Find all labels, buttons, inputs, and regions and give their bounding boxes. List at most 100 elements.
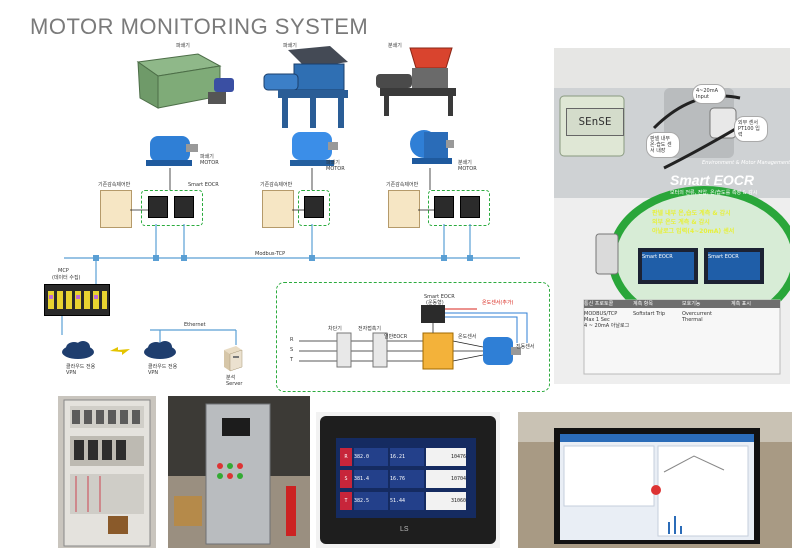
temp-sensor-label: 온도센서: [458, 334, 477, 340]
cloud-2-icon: [142, 340, 178, 360]
eocr-device-3a: [434, 196, 454, 218]
spec-item-2: Max 1 Sec: [584, 317, 610, 323]
breaker-label: 차단기: [328, 326, 342, 332]
hmi-row-2-v1: 381.4: [354, 470, 388, 488]
control-panel-2: [262, 190, 294, 228]
hmi-row-3-v1: 382.5: [354, 492, 388, 510]
hmi-row-3-tag: T: [340, 492, 352, 510]
hmi-row-2-sum: 10704: [426, 470, 466, 488]
hmi-row-2-v2: 16.76: [390, 470, 424, 488]
panel-2-label: 기존감속제어반: [260, 182, 293, 188]
page-title: MOTOR MONITORING SYSTEM: [30, 14, 369, 39]
feature-2: 외부 온도 계측 & 감시: [652, 219, 710, 226]
eocr-device-2: [304, 196, 324, 218]
shredder-machine-2: [258, 44, 358, 132]
phase-s-label: S: [290, 347, 294, 353]
motor-3-label: 분쇄기 MOTOR: [458, 160, 477, 172]
panel-1-label: 기존감속제어반: [98, 182, 131, 188]
shredder-machine-1: [128, 52, 238, 114]
photo-open-cabinet: [58, 396, 156, 548]
sense-display: SEnSE: [566, 108, 624, 136]
eocr-device-1b: [174, 196, 194, 218]
screen-label-2: Smart EOCR: [708, 254, 739, 260]
smart-eocr-sub-label: (운동형): [426, 300, 444, 306]
photo-hmi-panel: R 382.0 16.21 10476 S 381.4 16.76 10704 …: [316, 412, 500, 548]
spec-header-2: 계측 항목: [633, 301, 653, 307]
hmi-row-3: T 382.5 51.44 31060: [340, 492, 472, 510]
modbus-bus-label: Modbus-TCP: [255, 251, 286, 257]
hmi-row-1: R 382.0 16.21 10476: [340, 448, 472, 466]
motor-1-icon: [142, 132, 200, 168]
network-lines: [61, 168, 520, 345]
hmi-row-1-v2: 16.21: [390, 448, 424, 466]
cloud-1-label: 클라우드 전용 VPN: [66, 364, 96, 376]
green-feature-list: 판넬 내부 온,습도 계측 & 감시 외부 온도 계측 & 감시 아날로그 입력…: [652, 208, 752, 235]
crusher-machine-3: [372, 46, 462, 118]
spec-header-3: 보호기능: [682, 301, 701, 307]
phase-t-label: T: [290, 357, 294, 363]
smart-eocr-label: Smart EOCR: [424, 294, 455, 300]
wiring-diagram: [276, 282, 550, 392]
hmi-row-3-v2: 51.44: [390, 492, 424, 510]
ethernet-label: Ethernet: [184, 322, 206, 328]
hmi-row-3-sum: 31060: [426, 492, 466, 510]
cloud-1-icon: [60, 340, 96, 360]
eocr-1-label: Smart EOCR: [188, 182, 219, 188]
machine-2-label: 파쇄기: [283, 43, 297, 49]
cloud-2-label: 클라우드 전용 VPN: [148, 364, 178, 376]
photo-monitor: [518, 412, 792, 548]
spec-header-1: 통신 프로토콜: [584, 301, 614, 307]
product-name: Smart EOCR: [670, 172, 755, 188]
motor-2-icon: [286, 128, 340, 168]
red-note-label: 온도센서(추가): [482, 300, 514, 306]
hmi-row-2-tag: S: [340, 470, 352, 488]
spec-item-3: 4 ~ 20mA 아날로그: [584, 323, 630, 329]
eocr-device-1a: [148, 196, 168, 218]
hmi-row-1-v1: 382.0: [354, 448, 388, 466]
eocr-old-label: 일반EOCR: [384, 334, 408, 340]
motor-2-label: 파쇄기 MOTOR: [326, 160, 345, 172]
eocr-group-2: [298, 190, 330, 226]
plc-rack: [44, 284, 110, 316]
photo-closed-cabinet: [168, 396, 310, 548]
spec-header-4: 계측 표시: [731, 301, 751, 307]
spec-item-6: Thermal: [682, 317, 703, 323]
eocr-group-1: [141, 190, 203, 226]
mcp-label: MCP: [58, 268, 69, 274]
contactor-label: 전자접촉기: [358, 326, 382, 332]
spec-col-2: 계측 항목 Softstart Trip: [633, 301, 682, 373]
hmi-row-2: S 381.4 16.76 10704: [340, 470, 472, 488]
vib-sensor-label: 진동센서: [516, 344, 535, 350]
spec-col-4: 계측 표시: [731, 301, 780, 373]
control-panel-1: [100, 190, 132, 228]
motor-3-icon: [406, 124, 456, 168]
callout-2: 4~20mA Input: [692, 84, 726, 104]
mcp-sub-label: (데이터 수집): [52, 275, 81, 281]
server-icon: [222, 344, 244, 372]
eocr-device-3b: [460, 196, 480, 218]
hmi-row-1-sum: 10476: [426, 448, 466, 466]
panel-3-label: 기존감속제어반: [386, 182, 419, 188]
spec-item-1: MODBUS/TCP: [584, 311, 618, 317]
hmi-brand: LS: [400, 526, 409, 533]
hmi-screen: R 382.0 16.21 10476 S 381.4 16.76 10704 …: [336, 438, 476, 518]
brand-tagline: Environment & Motor Management: [702, 160, 791, 166]
machine-1-label: 파쇄기: [176, 43, 190, 49]
callout-1: 판넬 내부 온·습도 센서 내장: [646, 132, 680, 158]
lightning-icon: [110, 344, 130, 356]
product-subline: 모터의 전류, 전압, 온/습도를 측정 & 감시: [670, 190, 758, 196]
feature-1: 판넬 내부 온,습도 계측 & 감시: [652, 210, 731, 217]
machine-3-label: 분쇄기: [388, 43, 402, 49]
eocr-group-3: [428, 190, 490, 226]
feature-3: 아날로그 입력(4~20mA) 센서: [652, 228, 735, 235]
spec-item-4: Softstart Trip: [633, 311, 666, 317]
motor-1-label: 파쇄기 MOTOR: [200, 154, 219, 166]
screen-label-1: Smart EOCR: [642, 254, 673, 260]
server-label: 분석 Server: [226, 375, 243, 387]
hmi-row-1-tag: R: [340, 448, 352, 466]
spec-item-5: Overcurrent: [682, 311, 712, 317]
callout-3: 외부 센서 PT100 입력: [734, 116, 768, 142]
